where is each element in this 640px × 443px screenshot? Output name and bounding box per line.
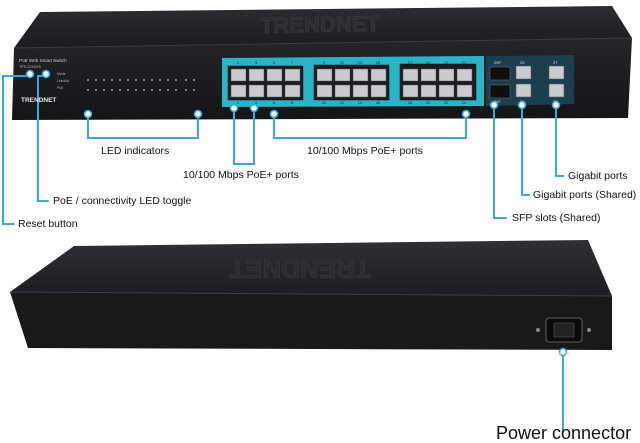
rj45-port (284, 68, 301, 82)
port-number-top: 5 (273, 60, 276, 65)
port-number-top: 17 (408, 60, 413, 65)
led-mode-label: Mode (57, 72, 66, 76)
back-top-surface (10, 240, 612, 296)
rj45-port (352, 84, 369, 98)
port-number-top: 15 (376, 60, 381, 65)
brand-logo-back: TRENDNET (229, 254, 371, 284)
rj45-port (438, 84, 455, 98)
callout-power: Power connector (496, 423, 632, 443)
port-number-bottom: 14 (358, 100, 363, 105)
led-indicator-grid (87, 79, 195, 91)
rj45-port (402, 68, 419, 82)
back-unit (9, 240, 613, 350)
brand-logo-front-text: TRENDNET (21, 97, 56, 104)
rj45-port (334, 68, 351, 82)
port-number-bottom: 20 (426, 100, 431, 105)
sfp-slots (489, 66, 511, 99)
gigabit-label-28: 28 (553, 99, 558, 104)
callout-led-toggle: PoE / connectivity LED toggle (53, 195, 192, 207)
callout-reset: Reset button (18, 218, 78, 230)
rj45-port (420, 68, 437, 82)
gigabit-ports (515, 65, 565, 98)
model-title-text: PoE Web Smart Switch (19, 58, 67, 63)
gigabit-label-26: 26 (520, 99, 525, 104)
rj45-port (248, 68, 265, 82)
callout-poe-ports-main: 10/100 Mbps PoE+ ports (307, 145, 423, 157)
port-number-bottom: 4 (255, 100, 258, 105)
rj45-port (230, 84, 247, 98)
port-number-top: 19 (426, 60, 431, 65)
model-number-text: TPE-2244WS (19, 65, 42, 69)
port-number-bottom: 8 (291, 100, 294, 105)
callout-markers (25, 69, 568, 357)
callout-lines (2, 75, 564, 433)
port-number-top: 23 (462, 60, 467, 65)
port-number-top: 11 (340, 60, 345, 65)
callout-led-indicators: LED indicators (101, 145, 170, 157)
rj45-port (370, 68, 387, 82)
port-number-bottom: 12 (340, 100, 345, 105)
callout-sfp-shared: SFP slots (Shared) (512, 212, 601, 224)
port-number-top: 7 (291, 60, 294, 65)
brand-logo-top: TRENDNET (260, 11, 381, 38)
rj45-port (266, 84, 283, 98)
sfp-label-bottom: 26F (494, 99, 501, 104)
sfp-label-top: 25F (494, 60, 501, 65)
rj45-port (316, 84, 333, 98)
led-linkact-label: Link/Act (57, 79, 69, 83)
gigabit-label-27: 27 (553, 60, 558, 65)
rj45-port (456, 68, 473, 82)
port-number-top: 13 (358, 60, 363, 65)
port-number-bottom: 16 (376, 100, 381, 105)
rj45-port (266, 68, 283, 82)
led-poe-label: PoE (57, 86, 64, 90)
port-number-bottom: 2 (237, 100, 240, 105)
callout-gigabit-shared: Gigabit ports (Shared) (533, 189, 637, 201)
port-number-bottom: 10 (322, 100, 327, 105)
front-top-surface (14, 6, 632, 48)
port-number-top: 3 (255, 60, 258, 65)
rj45-port (438, 68, 455, 82)
rj45-port (334, 84, 351, 98)
callout-poe-ports-left: 10/100 Mbps PoE+ ports (183, 169, 299, 181)
rj45-port (316, 68, 333, 82)
rj45-port (284, 84, 301, 98)
back-panel (10, 292, 612, 350)
rj45-port (248, 84, 265, 98)
gigabit-label-25: 25 (520, 60, 525, 65)
ac-power-inlet (536, 317, 591, 343)
rj45-port (402, 84, 419, 98)
port-number-bottom: 18 (408, 100, 413, 105)
port-number-bottom: 24 (462, 100, 467, 105)
port-number-top: 9 (323, 60, 326, 65)
rj45-port (230, 68, 247, 82)
port-number-bottom: 6 (273, 100, 276, 105)
ac-in-label: AC IN (558, 351, 570, 356)
callout-gigabit: Gigabit ports (568, 170, 628, 182)
rj45-port (352, 68, 369, 82)
rj45-port (370, 84, 387, 98)
port-number-top: 21 (444, 60, 449, 65)
rj45-port (420, 84, 437, 98)
port-number-bottom: 22 (444, 100, 449, 105)
port-number-top: 1 (237, 60, 240, 65)
rj45-port (456, 84, 473, 98)
